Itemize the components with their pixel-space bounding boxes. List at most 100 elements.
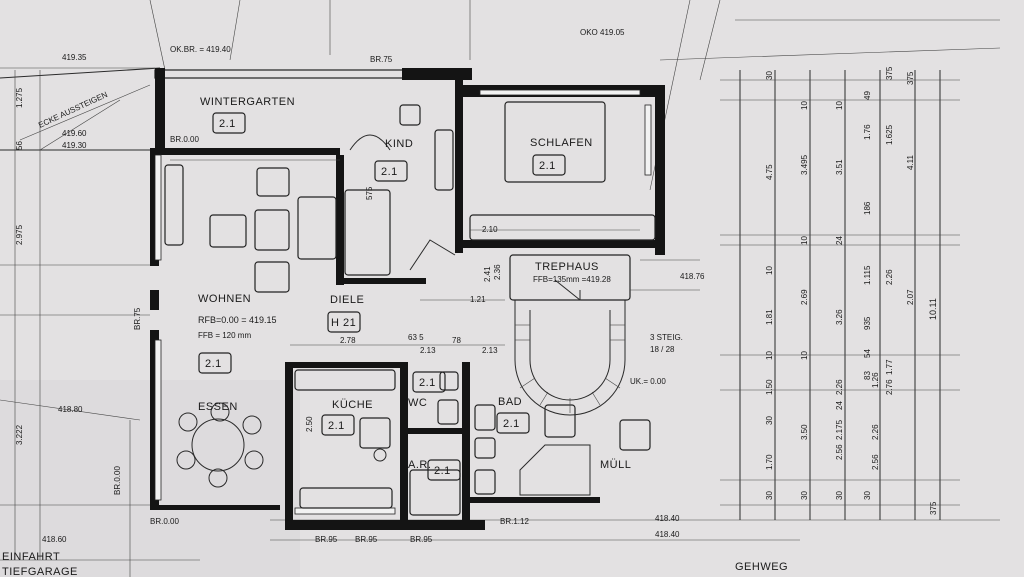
dim-value: 1.76 bbox=[863, 124, 872, 140]
room-name-kind: KIND bbox=[385, 138, 413, 150]
dim-value: 54 bbox=[863, 349, 872, 358]
room-code-kueche: 2.1 bbox=[328, 420, 345, 432]
dim-3222: 3.222 bbox=[15, 424, 24, 445]
dim-value: 30 bbox=[835, 491, 844, 500]
label-einfahrt: EINFAHRT bbox=[2, 551, 60, 563]
dim-value: 1.81 bbox=[765, 309, 774, 325]
dim-value: 10 bbox=[800, 236, 809, 245]
dim-value: 30 bbox=[765, 71, 774, 80]
room-code-ar: 2.1 bbox=[434, 465, 451, 477]
room-name-wc: WC bbox=[408, 397, 427, 409]
level-41840: 418.40 bbox=[655, 514, 680, 523]
dim-value: 935 bbox=[863, 316, 872, 330]
label-br-95-c: BR.95 bbox=[410, 535, 433, 544]
room-ffb-treppenhaus: FFB=135mm =419.28 bbox=[533, 275, 611, 284]
dim-value: 83 bbox=[863, 371, 872, 380]
room-name-ar: A.R. bbox=[408, 459, 431, 471]
dim-value: 10 bbox=[835, 101, 844, 110]
right-dimension-lines bbox=[720, 70, 960, 520]
dim-value: 24 bbox=[835, 401, 844, 410]
label-tiefgarage: TIEFGARAGE bbox=[2, 566, 78, 577]
dim-value: 4.75 bbox=[765, 164, 774, 180]
room-name-kueche: KÜCHE bbox=[332, 399, 373, 411]
furniture bbox=[164, 101, 656, 516]
dim-56: 56 bbox=[15, 141, 24, 150]
dim-value: 1.50 bbox=[765, 379, 774, 395]
room-name-bad: BAD bbox=[498, 396, 522, 408]
dim-575: 575 bbox=[365, 186, 374, 200]
label-br-000-c: BR.0.00 bbox=[113, 466, 122, 495]
dim-2975: 2.975 bbox=[15, 224, 24, 245]
label-br-95-a: BR.95 bbox=[315, 535, 338, 544]
room-code-wohnen: 2.1 bbox=[205, 358, 222, 370]
room-name-muell: MÜLL bbox=[600, 459, 631, 471]
dim-value: 3.51 bbox=[835, 159, 844, 175]
dim-value: 30 bbox=[863, 491, 872, 500]
dim-value: 49 bbox=[863, 91, 872, 100]
dim-value: 2.26 bbox=[871, 424, 880, 440]
dim-78: 78 bbox=[452, 336, 461, 345]
label-steig: 3 STEIG. bbox=[650, 333, 683, 342]
level-41930: 419.30 bbox=[62, 141, 87, 150]
dim-236: 2.36 bbox=[493, 264, 502, 280]
dim-value: 30 bbox=[800, 491, 809, 500]
level-41840b: 418.40 bbox=[655, 530, 680, 539]
level-41935: 419.35 bbox=[62, 53, 87, 62]
dim-1275: 1.275 bbox=[15, 87, 24, 108]
room-name-diele: DIELE bbox=[330, 294, 364, 306]
dim-value: 1.26 bbox=[871, 372, 880, 388]
dim-value: 2.26 bbox=[835, 379, 844, 395]
dim-635: 63 5 bbox=[408, 333, 424, 342]
level-ok-br: OK.BR. = 419.40 bbox=[170, 45, 231, 54]
dim-value: 30 bbox=[765, 491, 774, 500]
label-uk: UK.= 0.00 bbox=[630, 377, 666, 386]
dim-value: 3.26 bbox=[835, 309, 844, 325]
room-name-wohnen: WOHNEN bbox=[198, 293, 251, 305]
staircase bbox=[509, 254, 631, 416]
dim-value: 24 bbox=[835, 236, 844, 245]
walls bbox=[150, 68, 665, 530]
dim-value: 2.26 bbox=[885, 269, 894, 285]
dim-value: 4.11 bbox=[906, 154, 915, 170]
label-br-95-b: BR.95 bbox=[355, 535, 378, 544]
level-41960: 419.60 bbox=[62, 129, 87, 138]
level-41860: 418.60 bbox=[42, 535, 67, 544]
room-code-diele: H 21 bbox=[331, 317, 356, 329]
dim-value: 2.69 bbox=[800, 289, 809, 305]
room-name-schlafen: SCHLAFEN bbox=[530, 137, 593, 149]
dim-value: 1.625 bbox=[885, 124, 894, 145]
room-rfb-wohnen: RFB=0.00 = 419.15 bbox=[198, 315, 277, 325]
dim-value: 375 bbox=[929, 501, 938, 515]
dim-value: 30 bbox=[765, 416, 774, 425]
room-ffb-wohnen: FFB = 120 mm bbox=[198, 331, 251, 340]
dim-value: 10 bbox=[765, 266, 774, 275]
dim-value: 1.70 bbox=[765, 454, 774, 470]
level-oko: OKO 419.05 bbox=[580, 28, 625, 37]
dim-value: 375 bbox=[906, 71, 915, 85]
label-steig-ratio: 18 / 28 bbox=[650, 345, 675, 354]
dim-250: 2.50 bbox=[305, 416, 314, 432]
dim-210: 2.10 bbox=[482, 225, 498, 234]
dim-value: 10 bbox=[765, 351, 774, 360]
dim-value: 3.495 bbox=[800, 154, 809, 175]
dim-value: 1.77 bbox=[885, 359, 894, 375]
dim-value: 1.115 bbox=[863, 265, 872, 285]
level-41876: 418.76 bbox=[680, 272, 705, 281]
right-dimensions: 30 4.75 10 1.81 10 1.50 30 1.70 30 10 3.… bbox=[765, 66, 938, 515]
dim-121: 1.21 bbox=[470, 295, 486, 304]
level-41880: 418.80 bbox=[58, 405, 83, 414]
dim-value: 2.175 bbox=[835, 419, 844, 440]
label-br-75-b: BR.75 bbox=[133, 307, 142, 330]
dim-value: 2.56 bbox=[871, 454, 880, 470]
dim-value-total: 10.11 bbox=[928, 298, 938, 320]
dim-241: 2.41 bbox=[483, 266, 492, 282]
interior-dim-lines bbox=[290, 229, 700, 346]
label-gehweg: GEHWEG bbox=[735, 561, 788, 573]
room-name-treppenhaus: TREPHAUS bbox=[535, 261, 599, 273]
dim-value: 2.07 bbox=[906, 289, 915, 305]
dim-value: 10 bbox=[800, 351, 809, 360]
room-code-wintergarten: 2.1 bbox=[219, 118, 236, 130]
room-code-kind: 2.1 bbox=[381, 166, 398, 178]
room-name-essen: ESSEN bbox=[198, 401, 238, 413]
